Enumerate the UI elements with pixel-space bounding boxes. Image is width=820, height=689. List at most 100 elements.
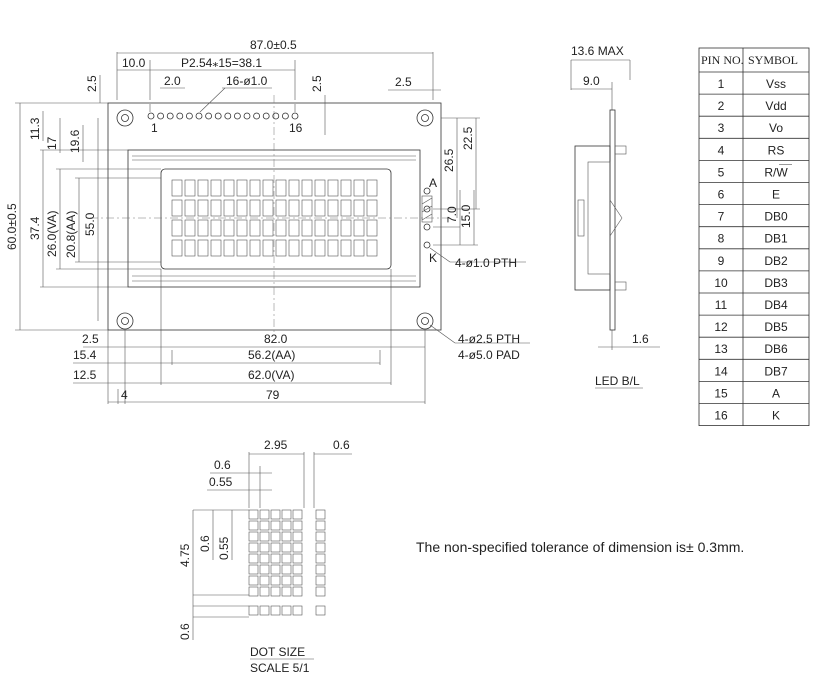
dot: [248, 575, 259, 586]
dot-detail: 2.95 0.6 0.6 0.55 4.75 0.6 0.55 0.6 DOT …: [178, 438, 352, 675]
pin-symbol: DB1: [764, 232, 788, 246]
dot-next-column: [315, 542, 326, 553]
dim-2-5-left-top: 2.5: [85, 75, 99, 92]
dot-next-column: [315, 509, 326, 520]
pin-hole: [166, 112, 174, 120]
dot: [248, 564, 259, 575]
pin-symbol: K: [772, 409, 780, 423]
dim-width: 87.0±0.5: [250, 38, 297, 52]
char-cell: [197, 199, 209, 217]
char-cell: [314, 219, 326, 237]
dot: [292, 542, 303, 553]
char-cell: [314, 239, 326, 257]
char-cell: [210, 199, 222, 217]
char-cell: [223, 179, 235, 197]
dot: [292, 520, 303, 531]
char-cell: [249, 199, 261, 217]
dot-caption: DOT SIZE: [250, 645, 305, 659]
char-cell: [314, 199, 326, 217]
pin-number: 7: [718, 210, 725, 224]
dot: [270, 542, 281, 553]
pin-hole: [176, 112, 184, 120]
char-cell: [288, 219, 300, 237]
dim-7: 7.0: [445, 206, 459, 223]
mounting-hole-tr: [416, 109, 434, 127]
front-view: 1 16 87.0±0.5 10.0 P2.54⁎15=38.1 2.0 16-…: [5, 38, 530, 404]
led-pins: [421, 187, 433, 249]
dot-next-column: [315, 520, 326, 531]
char-cell: [236, 219, 248, 237]
dot: [270, 564, 281, 575]
dot-next-column: [315, 575, 326, 586]
dot-matrix: [248, 509, 326, 616]
char-cell: [288, 239, 300, 257]
char-cell: [366, 199, 378, 217]
pin-hole: [243, 112, 251, 120]
dot: [281, 586, 292, 597]
pin-symbol: RS: [768, 143, 785, 157]
dim-pitch: P2.54⁎15=38.1: [181, 56, 262, 70]
char-cell: [171, 239, 183, 257]
pin-number: 8: [718, 232, 725, 246]
cursor-dot: [248, 605, 259, 616]
char-cell: [197, 219, 209, 237]
dim-0-55-a: 0.55: [209, 475, 233, 489]
pin-number: 1: [718, 77, 725, 91]
char-cell: [275, 199, 287, 217]
dot-scale: SCALE 5/1: [250, 661, 310, 675]
dot: [292, 553, 303, 564]
char-cell: [366, 239, 378, 257]
char-cell: [171, 199, 183, 217]
mount-pth-label: 4-ø2.5 PTH: [458, 332, 520, 346]
pin-number: 2: [718, 99, 725, 113]
pin-number: 9: [718, 254, 725, 268]
pin-number: 4: [718, 143, 725, 157]
dim-2-5-right: 2.5: [395, 75, 412, 89]
pin-symbol: Vdd: [765, 99, 786, 113]
dot: [270, 553, 281, 564]
mounting-hole-tl: [116, 109, 134, 127]
dot: [259, 542, 270, 553]
pin-symbol: Vss: [766, 77, 786, 91]
char-cell: [197, 179, 209, 197]
char-cell: [262, 199, 274, 217]
char-cell: [327, 179, 339, 197]
pin-symbol: DB2: [764, 254, 788, 268]
char-cell: [353, 199, 365, 217]
dim-56-2-aa: 56.2(AA): [248, 348, 295, 362]
char-cell: [236, 239, 248, 257]
dot: [281, 575, 292, 586]
dim-2-95: 2.95: [264, 438, 288, 452]
pin-symbol: DB3: [764, 276, 788, 290]
dot: [281, 542, 292, 553]
pin-hole: [205, 112, 213, 120]
pin-hole: [214, 112, 222, 120]
pin-hole: [195, 112, 203, 120]
char-cell: [262, 219, 274, 237]
pin-first-label: 1: [151, 121, 158, 135]
char-cell: [301, 199, 313, 217]
dim-9: 9.0: [583, 74, 600, 88]
dim-0-6-top: 0.6: [333, 438, 350, 452]
char-cell: [262, 239, 274, 257]
led-a-label: A: [429, 176, 437, 190]
char-cell: [249, 239, 261, 257]
pin-hole: [262, 112, 270, 120]
dot: [259, 553, 270, 564]
cursor-dot: [270, 605, 281, 616]
dot: [281, 531, 292, 542]
pin-hole: [253, 112, 261, 120]
dot: [270, 531, 281, 542]
side-caption: LED B/L: [595, 374, 640, 388]
mounting-hole-bl: [116, 312, 134, 330]
dim-19-6: 19.6: [68, 129, 82, 153]
dim-82: 82.0: [264, 332, 288, 346]
dot: [259, 575, 270, 586]
char-cell: [301, 179, 313, 197]
dot: [259, 564, 270, 575]
dim-4: 4: [121, 388, 128, 402]
dim-79: 79: [266, 388, 280, 402]
dot: [259, 520, 270, 531]
pin-number: 14: [714, 364, 728, 378]
